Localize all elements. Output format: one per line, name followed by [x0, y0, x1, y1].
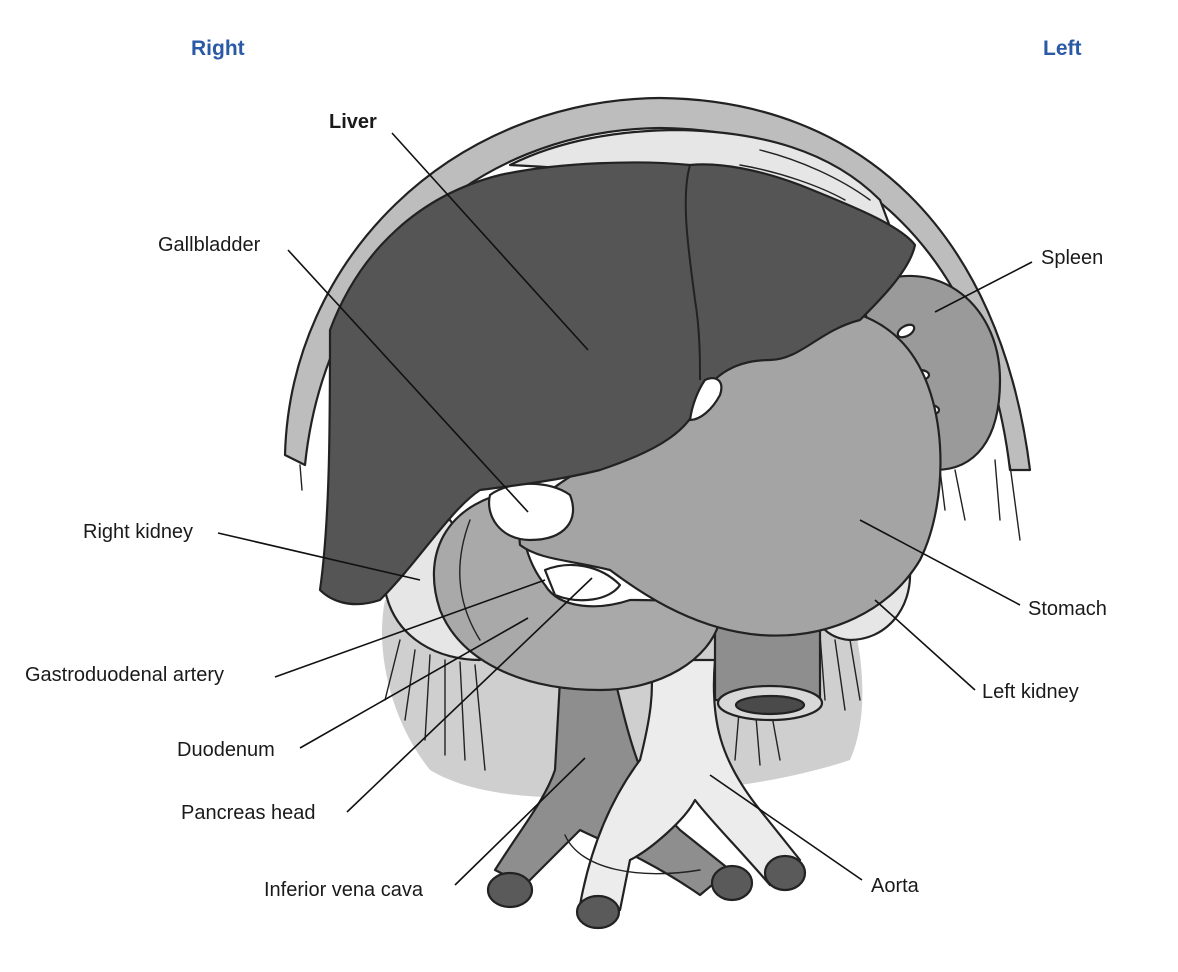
label-liver: Liver: [329, 111, 377, 133]
pancreas-head: [543, 563, 622, 602]
leader-inferior-vena-cava: [454, 757, 586, 886]
leader-left-kidney: [874, 599, 976, 691]
leader-duodenum: [299, 617, 529, 749]
inferior-vena-cava: [493, 678, 732, 897]
leader-aorta: [709, 774, 863, 881]
label-gastroduodenal-artery: Gastroduodenal artery: [25, 664, 225, 686]
label-stomach: Stomach: [1028, 598, 1107, 620]
leader-lines: [217, 132, 1033, 886]
leader-spleen: [934, 261, 1033, 313]
label-inferior-vena-cava: Inferior vena cava: [264, 879, 423, 901]
label-aorta: Aorta: [871, 875, 919, 897]
ivc-left-opening: [486, 871, 534, 909]
duodenum: [432, 488, 722, 692]
label-pancreas-head: Pancreas head: [181, 802, 316, 824]
gallbladder: [487, 482, 575, 542]
label-left-kidney: Left kidney: [982, 681, 1079, 703]
label-duodenum: Duodenum: [177, 739, 275, 761]
leader-liver: [391, 132, 589, 351]
aorta-right-opening: [763, 854, 807, 892]
label-gallbladder: Gallbladder: [158, 234, 261, 256]
leader-right-kidney: [217, 532, 421, 581]
leader-pancreas-head: [346, 577, 593, 813]
leader-stomach: [859, 519, 1021, 606]
label-right-kidney: Right kidney: [83, 521, 194, 543]
orientation-right-label: Right: [191, 37, 245, 60]
leader-gastroduodenal-artery: [274, 579, 546, 678]
vessel-opening-inner: [734, 694, 806, 716]
label-spleen: Spleen: [1041, 247, 1104, 269]
orientation-left-label: Left: [1043, 37, 1082, 60]
junction-gap: [688, 377, 723, 422]
ivc-right-opening: [710, 864, 754, 902]
rib-cage: [283, 96, 1032, 472]
aorta-left-opening: [575, 894, 621, 930]
leader-gallbladder: [287, 249, 529, 513]
liver: [318, 161, 917, 606]
aorta: [578, 658, 802, 912]
